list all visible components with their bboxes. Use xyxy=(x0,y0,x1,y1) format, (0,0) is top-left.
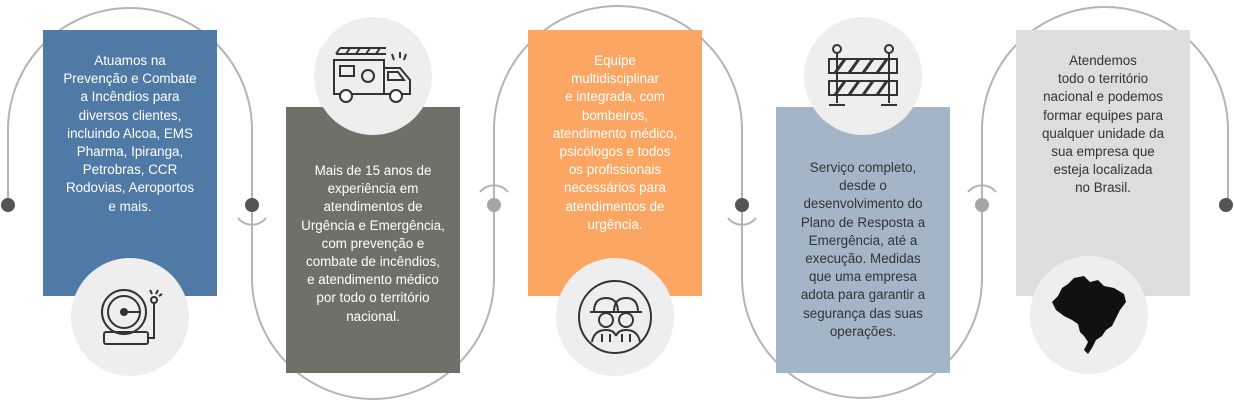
arc-2 xyxy=(251,205,495,400)
node-dot-2 xyxy=(487,198,501,212)
card-text: Atendemos todo o território nacional e p… xyxy=(1041,53,1165,196)
card-team: Equipe multidisciplinar e integrada, com… xyxy=(528,30,702,296)
card-national-coverage: Atendemos todo o território nacional e p… xyxy=(1016,30,1190,296)
arc-4 xyxy=(741,205,983,399)
card-text: Atuamos na Prevenção e Combate a Incêndi… xyxy=(63,53,197,214)
card-text: Equipe multidisciplinar e integrada, com… xyxy=(552,53,678,232)
firefighters-team-icon xyxy=(578,280,652,354)
arc-5 xyxy=(981,6,1229,205)
node-dot-3 xyxy=(735,198,749,212)
card-text: Serviço completo, desde o desenvolviment… xyxy=(800,160,926,339)
arc-1 xyxy=(7,7,253,205)
icon-circle-2 xyxy=(314,17,432,135)
node-dot-4 xyxy=(975,198,989,212)
icon-circle-5 xyxy=(1030,256,1148,374)
card-full-service: Serviço completo, desde o desenvolviment… xyxy=(776,107,950,373)
card-text: Mais de 15 anos de experiência em atendi… xyxy=(301,163,445,324)
arc-3 xyxy=(493,5,743,205)
fire-truck-icon xyxy=(333,47,411,103)
node-dot-end xyxy=(1219,198,1233,212)
node-dot-1 xyxy=(245,198,259,212)
card-experience: Mais de 15 anos de experiência em atendi… xyxy=(286,107,460,373)
road-barrier-icon xyxy=(828,44,898,106)
icon-circle-1 xyxy=(71,258,189,376)
icon-circle-4 xyxy=(804,17,922,135)
card-prevention: Atuamos na Prevenção e Combate a Incêndi… xyxy=(43,30,217,296)
brazil-map-icon xyxy=(1052,276,1126,354)
node-dot-start xyxy=(1,198,15,212)
icon-circle-3 xyxy=(556,258,674,376)
fire-alarm-bell-icon xyxy=(101,289,163,345)
